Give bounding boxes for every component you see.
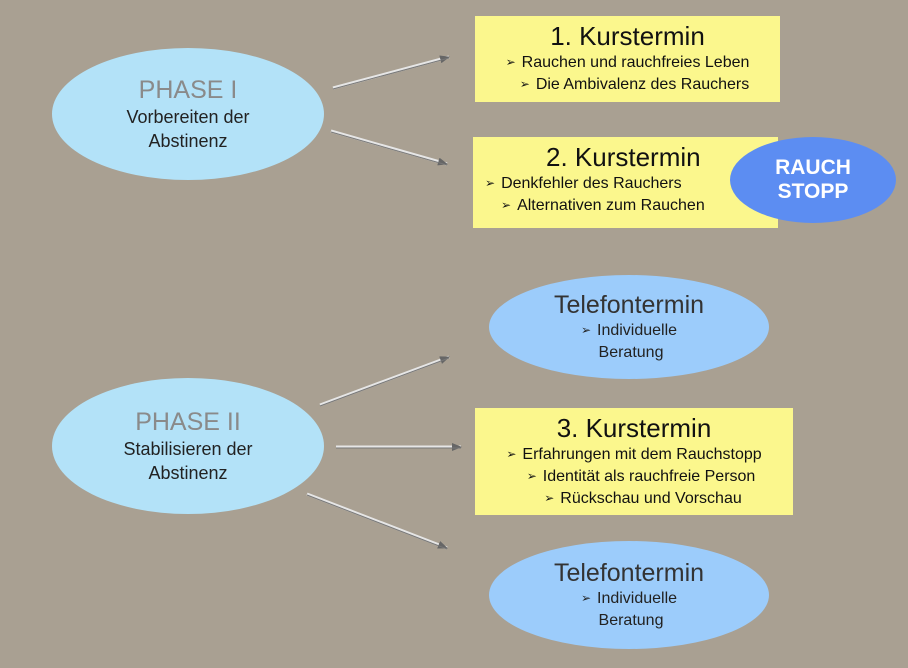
- kurs3-item-1: ➢Erfahrungen mit dem Rauchstopp: [506, 446, 762, 463]
- bullet-arrow-icon: ➢: [505, 55, 516, 69]
- arrow-phase1-to-kurs1: [332, 55, 450, 90]
- rauchstopp-line1: RAUCH: [775, 156, 851, 179]
- kurs2-title: 2. Kurstermin: [546, 142, 701, 172]
- telefon1-item-cont: Beratung: [598, 344, 664, 361]
- kurs3-title: 3. Kurstermin: [556, 413, 712, 443]
- kurs2-box: 2. Kurstermin ➢Denkfehler des Rauchers ➢…: [473, 137, 778, 228]
- phase2-line2: Abstinenz: [148, 462, 228, 483]
- kurs1-box: 1. Kurstermin ➢Rauchen und rauchfreies L…: [475, 16, 780, 102]
- bullet-arrow-icon: ➢: [485, 176, 496, 190]
- bullet-arrow-icon: ➢: [580, 323, 591, 337]
- arrow-phase2-to-tel1-shade: [319, 357, 450, 407]
- telefon1-title: Telefontermin: [553, 291, 705, 319]
- arrow-phase1-to-kurs1-shade: [332, 57, 450, 90]
- bullet-arrow-icon: ➢: [544, 491, 555, 505]
- phase1-line2: Abstinenz: [148, 130, 228, 151]
- phase1-line1: Vorbereiten der: [126, 106, 250, 127]
- bullet-arrow-icon: ➢: [519, 77, 530, 91]
- phase2-line1: Stabilisieren der: [123, 438, 253, 459]
- bullet-arrow-icon: ➢: [506, 447, 517, 461]
- kurs3-box: 3. Kurstermin ➢Erfahrungen mit dem Rauch…: [475, 408, 793, 515]
- telefon2-item-cont: Beratung: [598, 612, 664, 629]
- arrow-phase1-to-kurs2: [330, 129, 448, 166]
- kurs2-item-1: ➢Denkfehler des Rauchers: [485, 175, 682, 192]
- kurs2-item-2: ➢Alternativen zum Rauchen: [501, 197, 705, 214]
- rauchstopp-line2: STOPP: [777, 180, 849, 203]
- telefon2-item: ➢Individuelle: [580, 590, 678, 607]
- arrow-phase1-to-kurs2-shade: [330, 131, 448, 166]
- arrow-phase2-to-tel2: [306, 492, 448, 550]
- phase1-ellipse: PHASE I Vorbereiten der Abstinenz: [52, 48, 324, 180]
- telefon1-item: ➢Individuelle: [580, 322, 678, 339]
- kurs3-item-3: ➢Rückschau und Vorschau: [544, 490, 742, 507]
- kurs1-item-2: ➢Die Ambivalenz des Rauchers: [519, 76, 750, 93]
- kurs3-item-2: ➢Identität als rauchfreie Person: [526, 468, 756, 485]
- phase2-title: PHASE II: [135, 407, 241, 436]
- rauchstopp-badge: RAUCH STOPP: [730, 137, 896, 223]
- arrow-phase2-to-tel2-shade: [306, 494, 448, 550]
- bullet-arrow-icon: ➢: [580, 591, 591, 605]
- phase1-title: PHASE I: [138, 75, 238, 104]
- kurs1-item-1: ➢Rauchen und rauchfreies Leben: [505, 54, 750, 71]
- phase2-ellipse: PHASE II Stabilisieren der Abstinenz: [52, 378, 324, 514]
- bullet-arrow-icon: ➢: [501, 198, 512, 212]
- telefon2-ellipse: Telefontermin ➢Individuelle Beratung: [489, 541, 769, 649]
- telefon1-ellipse: Telefontermin ➢Individuelle Beratung: [489, 275, 769, 379]
- telefon2-title: Telefontermin: [553, 559, 705, 587]
- bullet-arrow-icon: ➢: [526, 469, 537, 483]
- kurs1-title: 1. Kurstermin: [550, 21, 705, 51]
- arrow-phase2-to-tel1: [319, 355, 450, 407]
